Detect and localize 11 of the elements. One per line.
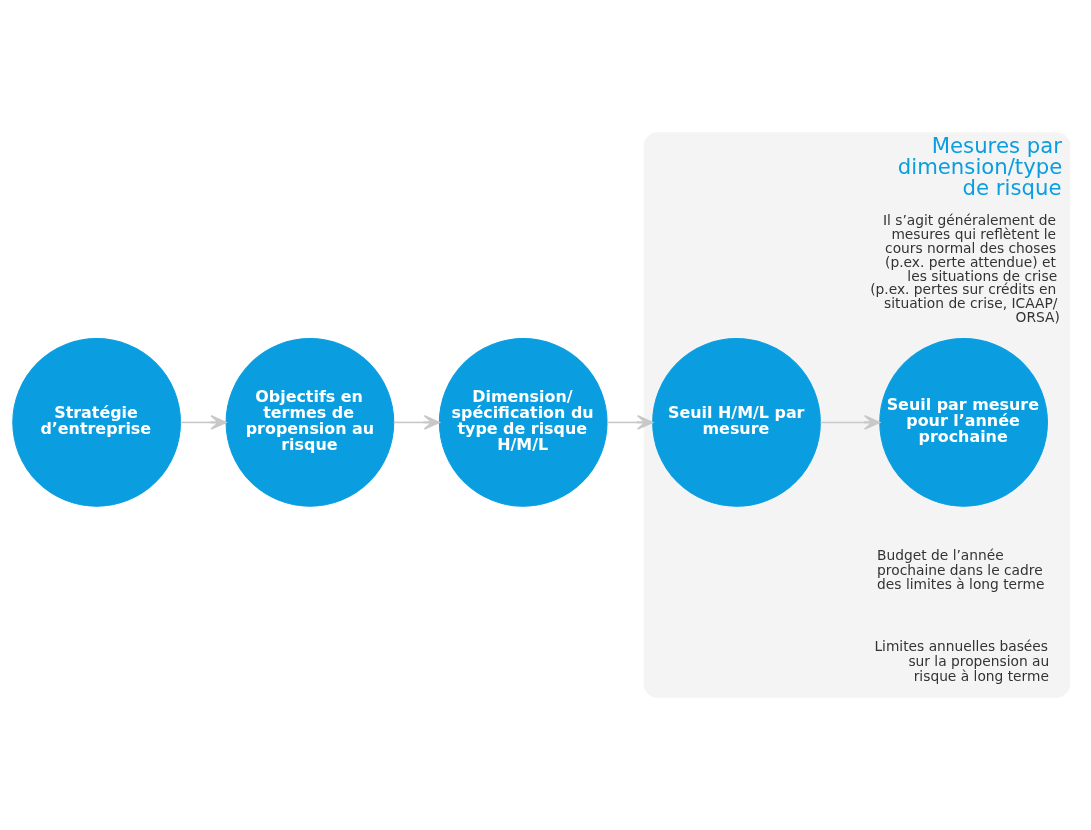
- node-circle: Seuil par mesure pour l’année prochaine: [879, 338, 1048, 507]
- node-label: Limites annuelles basées sur la propension au risque à long terme: [874, 638, 1050, 684]
- node-circle: Seuil H/M/L par mesure: [652, 338, 821, 507]
- node-circle: Objectifs en termes de propension au risque: [225, 338, 395, 507]
- node-circle: Dimension/ spécification du type de risque H/M/L: [438, 338, 608, 507]
- arrow: [393, 414, 440, 430]
- node-circle: Stratégie d’entreprise: [12, 338, 181, 507]
- arrow: [179, 414, 227, 430]
- node-label: Budget de l’année prochaine dans le cadre des limites à long terme: [877, 546, 1045, 593]
- arrow: [819, 414, 881, 430]
- arrow: [606, 414, 654, 430]
